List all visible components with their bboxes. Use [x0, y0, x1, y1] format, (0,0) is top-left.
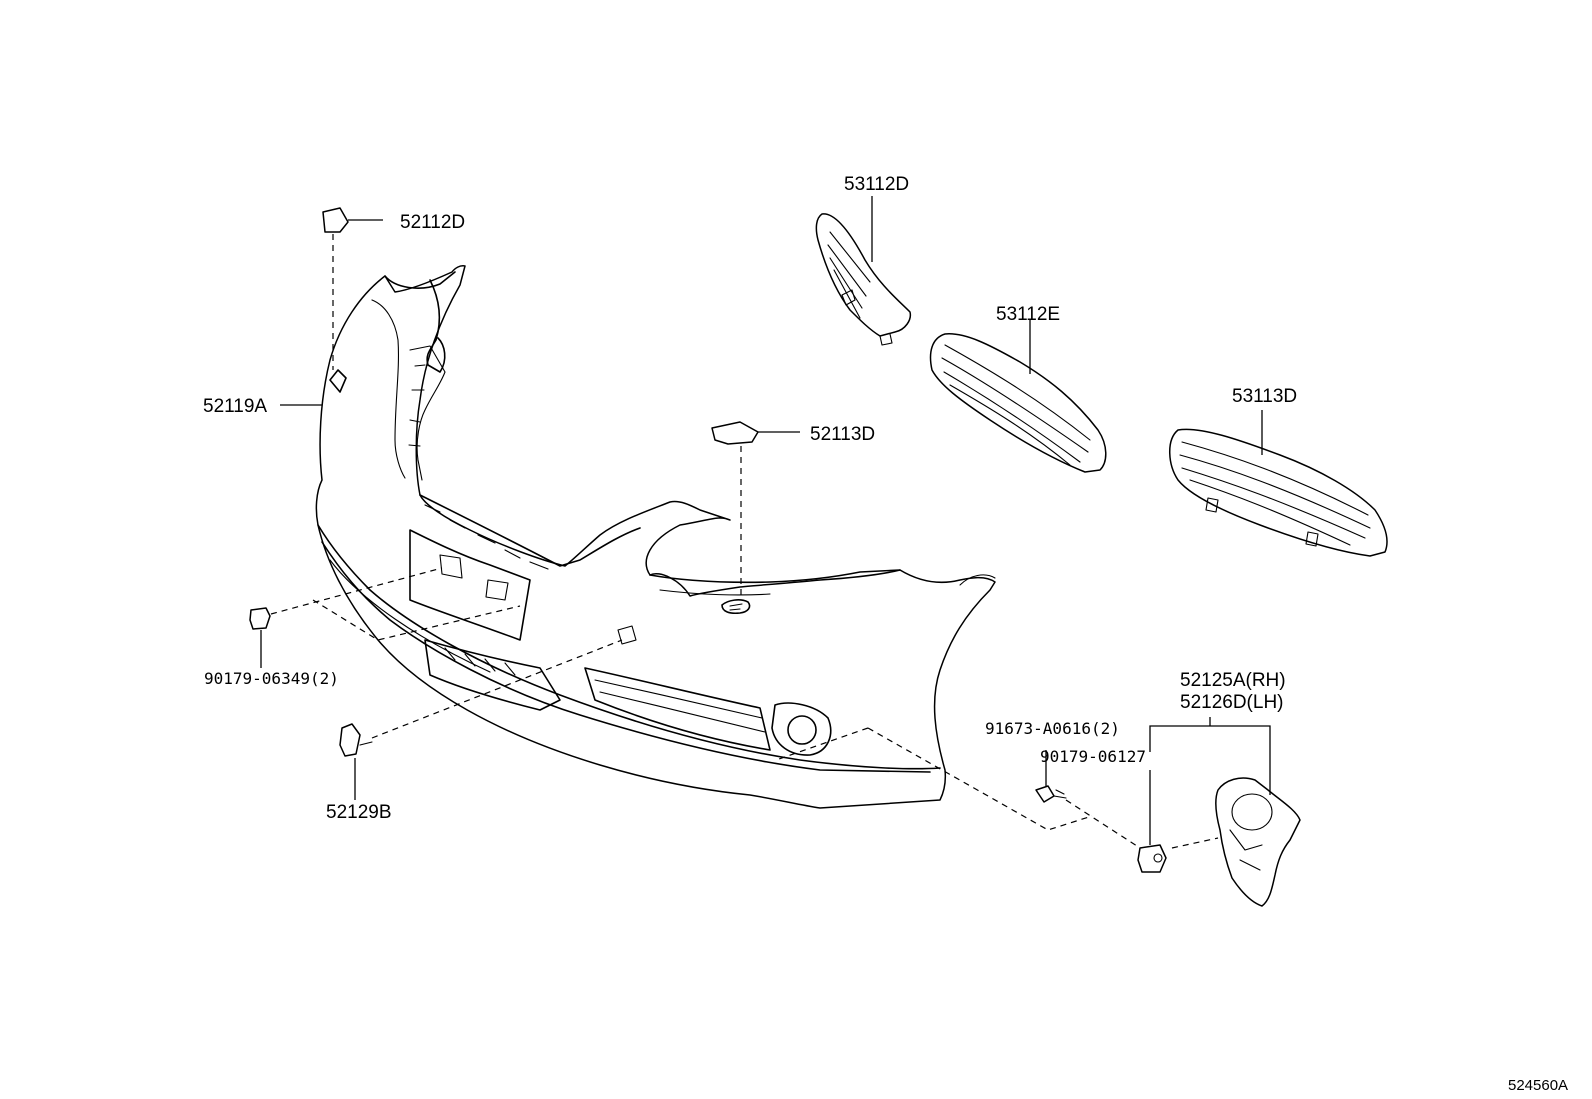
front-bumper-cover	[315, 265, 996, 809]
label-52112D: 52112D	[400, 212, 465, 233]
grille-53112D	[815, 196, 912, 346]
label-52126D-LH: 52126D(LH)	[1180, 692, 1284, 713]
label-53112D: 53112D	[844, 174, 909, 195]
nut-90179-06127	[1137, 770, 1167, 873]
label-90179-06127: 90179-06127	[1040, 747, 1146, 766]
label-91673-A0616: 91673-A0616(2)	[985, 719, 1120, 738]
label-53112E: 53112E	[996, 304, 1060, 325]
label-52113D: 52113D	[810, 424, 875, 445]
grille-53112E	[929, 320, 1107, 473]
label-52129B: 52129B	[326, 802, 392, 823]
label-52119A: 52119A	[203, 396, 267, 417]
label-90179-06349: 90179-06349(2)	[204, 669, 339, 688]
towing-hook-cover	[339, 639, 623, 800]
headlamp-washer-cap-left	[322, 207, 383, 370]
label-52125A-RH: 52125A(RH)	[1180, 670, 1286, 691]
figure-number: 524560A	[1508, 1077, 1568, 1094]
fog-lamp-bracket	[1149, 717, 1301, 907]
headlamp-washer-cap-right	[711, 421, 800, 598]
label-53113D: 53113D	[1232, 386, 1297, 407]
clip-90179-06349	[249, 567, 521, 668]
grille-53113D	[1169, 410, 1388, 557]
screw-91673-A0616	[775, 727, 1141, 849]
